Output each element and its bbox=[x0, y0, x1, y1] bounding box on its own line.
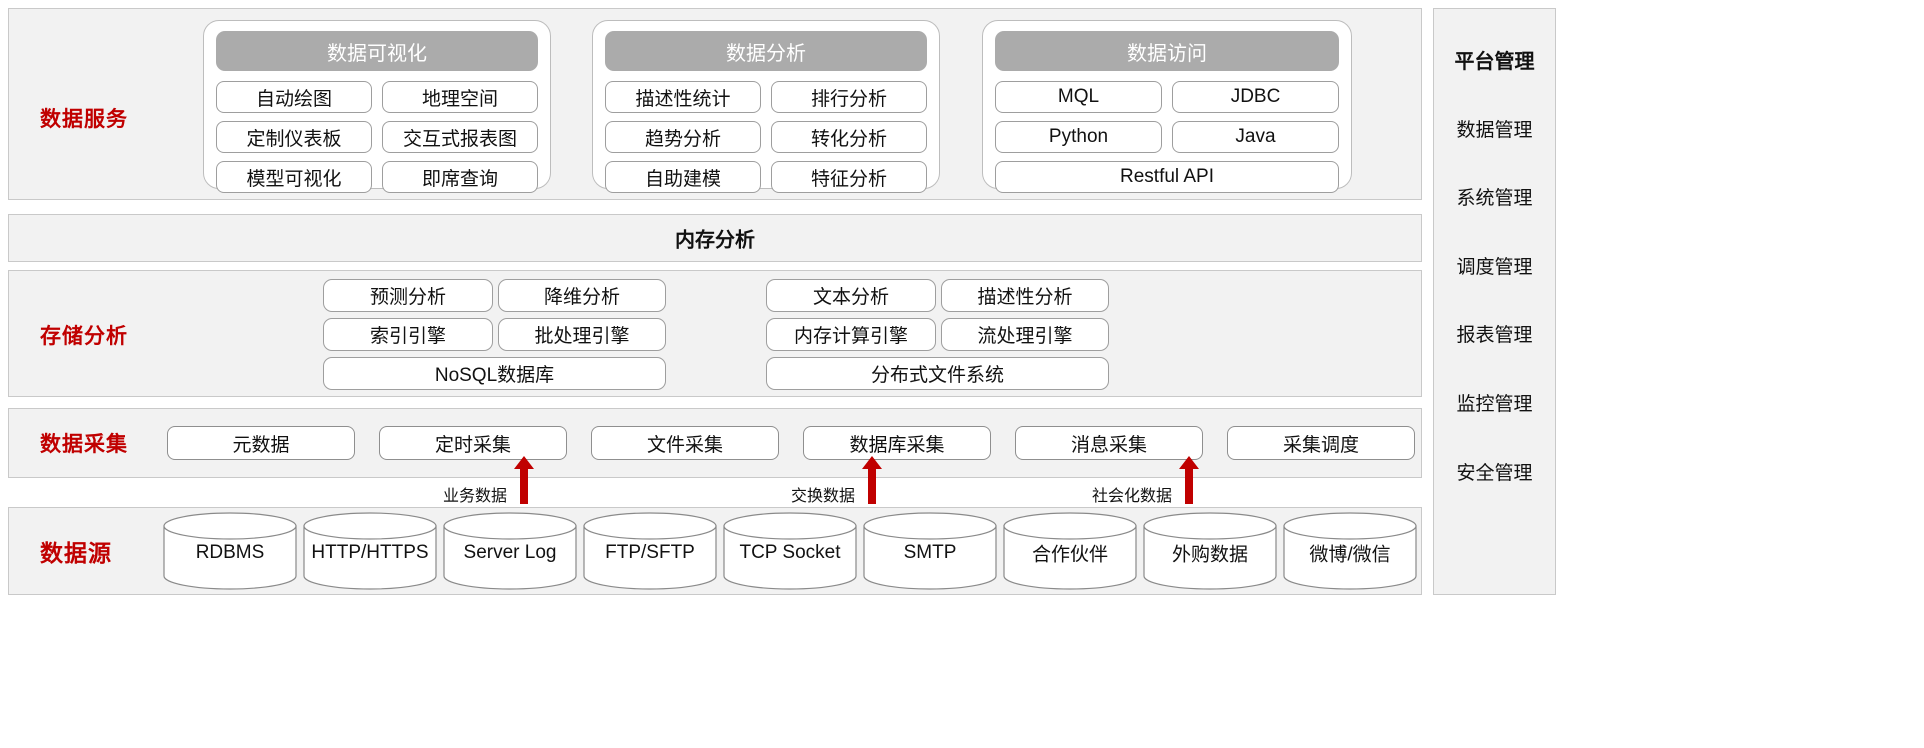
data-source-label: TCP Socket bbox=[739, 541, 841, 563]
collection-item[interactable]: 采集调度 bbox=[1227, 426, 1415, 460]
data-source-label: 合作伙伴 bbox=[1031, 544, 1108, 566]
storage-item[interactable]: 降维分析 bbox=[498, 279, 666, 312]
collection-item[interactable]: 文件采集 bbox=[591, 426, 779, 460]
storage-item[interactable]: 文本分析 bbox=[766, 279, 936, 312]
storage-item[interactable]: 描述性分析 bbox=[941, 279, 1109, 312]
flow-arrow-label: 交换数据 bbox=[790, 488, 855, 505]
feature-item[interactable]: 排行分析 bbox=[771, 81, 927, 113]
storage-item[interactable]: 预测分析 bbox=[323, 279, 493, 312]
layer-memory-analysis: 内存分析 bbox=[8, 214, 1422, 262]
sidebar-item-data-management[interactable]: 数据管理 bbox=[1456, 120, 1533, 141]
data-source-label: HTTP/HTTPS bbox=[311, 541, 429, 563]
sidebar-item-report-management[interactable]: 报表管理 bbox=[1456, 325, 1533, 346]
data-source-label: FTP/SFTP bbox=[605, 541, 695, 563]
data-source-cylinder[interactable]: RDBMS bbox=[163, 512, 297, 590]
storage-item[interactable]: 索引引擎 bbox=[323, 318, 493, 351]
sidebar-title: 平台管理 bbox=[1454, 51, 1535, 73]
layer-label-storage-analysis: 存储分析 bbox=[40, 325, 128, 348]
platform-management-sidebar: 平台管理 数据管理 系统管理 调度管理 报表管理 监控管理 安全管理 bbox=[1433, 8, 1556, 595]
data-source-cylinder[interactable]: 合作伙伴 bbox=[1003, 512, 1137, 590]
feature-item-restful-api[interactable]: Restful API bbox=[995, 161, 1339, 193]
data-source-cylinder[interactable]: TCP Socket bbox=[723, 512, 857, 590]
storage-item[interactable]: 流处理引擎 bbox=[941, 318, 1109, 351]
group-data-access: 数据访问 MQL JDBC Python Java Restful API bbox=[982, 20, 1352, 193]
collection-item[interactable]: 定时采集 bbox=[379, 426, 567, 460]
group-data-analysis: 数据分析 描述性统计 排行分析 趋势分析 转化分析 自助建模 特征分析 bbox=[592, 20, 940, 193]
feature-item[interactable]: 即席查询 bbox=[382, 161, 538, 193]
sidebar-item-system-management[interactable]: 系统管理 bbox=[1456, 188, 1533, 209]
collection-item[interactable]: 元数据 bbox=[167, 426, 355, 460]
feature-item[interactable]: 趋势分析 bbox=[605, 121, 761, 153]
flow-arrow-label: 业务数据 bbox=[442, 488, 507, 505]
sidebar-item-security-management[interactable]: 安全管理 bbox=[1456, 463, 1533, 484]
storage-item[interactable]: NoSQL数据库 bbox=[323, 357, 666, 390]
feature-item[interactable]: 交互式报表图 bbox=[382, 121, 538, 153]
storage-item[interactable]: 内存计算引擎 bbox=[766, 318, 936, 351]
feature-item[interactable]: Java bbox=[1172, 121, 1339, 153]
feature-item[interactable]: 描述性统计 bbox=[605, 81, 761, 113]
data-source-label: RDBMS bbox=[195, 541, 265, 563]
flow-arrow-up-icon bbox=[1178, 456, 1200, 504]
data-source-cylinder[interactable]: SMTP bbox=[863, 512, 997, 590]
data-source-label: 微博/微信 bbox=[1309, 544, 1391, 566]
collection-item[interactable]: 消息采集 bbox=[1015, 426, 1203, 460]
feature-item[interactable]: JDBC bbox=[1172, 81, 1339, 113]
data-source-cylinder[interactable]: Server Log bbox=[443, 512, 577, 590]
feature-item[interactable]: 自动绘图 bbox=[216, 81, 372, 113]
feature-item[interactable]: 特征分析 bbox=[771, 161, 927, 193]
flow-arrow-label: 社会化数据 bbox=[1091, 488, 1172, 505]
group-data-visualization: 数据可视化 自动绘图 地理空间 定制仪表板 交互式报表图 模型可视化 即席查询 bbox=[203, 20, 551, 193]
storage-item[interactable]: 批处理引擎 bbox=[498, 318, 666, 351]
feature-item[interactable]: 地理空间 bbox=[382, 81, 538, 113]
data-source-label: Server Log bbox=[463, 541, 557, 563]
data-source-label: SMTP bbox=[903, 541, 957, 563]
group-title-data-visualization: 数据可视化 bbox=[216, 31, 538, 71]
layer-label-memory-analysis: 内存分析 bbox=[675, 229, 755, 252]
sidebar-item-monitor-management[interactable]: 监控管理 bbox=[1456, 394, 1533, 415]
feature-item[interactable]: 定制仪表板 bbox=[216, 121, 372, 153]
data-source-label: 外购数据 bbox=[1171, 544, 1248, 566]
group-title-data-analysis: 数据分析 bbox=[605, 31, 927, 71]
flow-arrow-up-icon bbox=[861, 456, 883, 504]
layer-label-data-source: 数据源 bbox=[40, 540, 112, 566]
storage-item[interactable]: 分布式文件系统 bbox=[766, 357, 1109, 390]
feature-item[interactable]: 模型可视化 bbox=[216, 161, 372, 193]
feature-item[interactable]: 转化分析 bbox=[771, 121, 927, 153]
feature-item[interactable]: 自助建模 bbox=[605, 161, 761, 193]
feature-item[interactable]: MQL bbox=[995, 81, 1162, 113]
layer-storage-analysis bbox=[8, 270, 1422, 397]
data-source-cylinder[interactable]: HTTP/HTTPS bbox=[303, 512, 437, 590]
group-title-data-access: 数据访问 bbox=[995, 31, 1339, 71]
data-source-cylinder[interactable]: 外购数据 bbox=[1143, 512, 1277, 590]
flow-arrow-up-icon bbox=[513, 456, 535, 504]
feature-item[interactable]: Python bbox=[995, 121, 1162, 153]
layer-label-data-collection: 数据采集 bbox=[40, 433, 128, 456]
collection-item[interactable]: 数据库采集 bbox=[803, 426, 991, 460]
data-source-cylinder[interactable]: 微博/微信 bbox=[1283, 512, 1417, 590]
data-source-cylinder[interactable]: FTP/SFTP bbox=[583, 512, 717, 590]
layer-label-data-service: 数据服务 bbox=[40, 108, 128, 131]
sidebar-item-schedule-management[interactable]: 调度管理 bbox=[1456, 257, 1533, 278]
